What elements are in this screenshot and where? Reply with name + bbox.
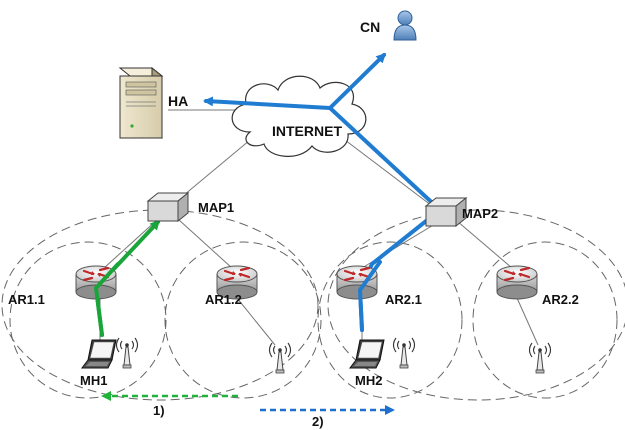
step2-label: 2)	[312, 414, 324, 429]
ar11-label: AR1.1	[8, 292, 45, 307]
blue-path-overlay	[358, 260, 382, 332]
mh1-laptop-icon	[81, 339, 117, 369]
ap-ar11-antenna-icon	[115, 337, 139, 369]
map2-switch-icon	[424, 196, 468, 228]
internet-label: INTERNET	[272, 123, 342, 139]
ar22-label: AR2.2	[542, 292, 579, 307]
ha-label: HA	[168, 93, 188, 109]
ap-ar12-antenna-icon	[268, 342, 292, 374]
step1-label: 1)	[153, 403, 165, 418]
cell-ar12	[164, 241, 322, 399]
cell-ar21	[317, 241, 463, 399]
domain-map2	[327, 209, 625, 401]
green-path-overlay	[94, 262, 120, 337]
ap-ar21-antenna-icon	[392, 337, 416, 369]
ar12-label: AR1.2	[205, 292, 242, 307]
map1-switch-icon	[146, 191, 190, 223]
ap-ar22-antenna-icon	[528, 342, 552, 374]
cell-ar11	[9, 241, 167, 399]
ar21-router-icon	[335, 264, 379, 301]
map1-label: MAP1	[198, 200, 234, 215]
ar22-router-icon	[495, 264, 539, 301]
mobility-domains	[1, 209, 625, 401]
map2-label: MAP2	[462, 206, 498, 221]
user-icon	[393, 10, 417, 41]
mh1-label: MH1	[80, 373, 107, 388]
cn-label: CN	[360, 19, 380, 35]
cloud-icon	[231, 75, 367, 157]
mh2-label: MH2	[355, 373, 382, 388]
domain-map1	[1, 209, 319, 401]
ar21-label: AR2.1	[385, 292, 422, 307]
server-icon	[118, 66, 164, 140]
mh2-laptop-icon	[349, 339, 385, 369]
cell-ar22	[472, 241, 618, 399]
